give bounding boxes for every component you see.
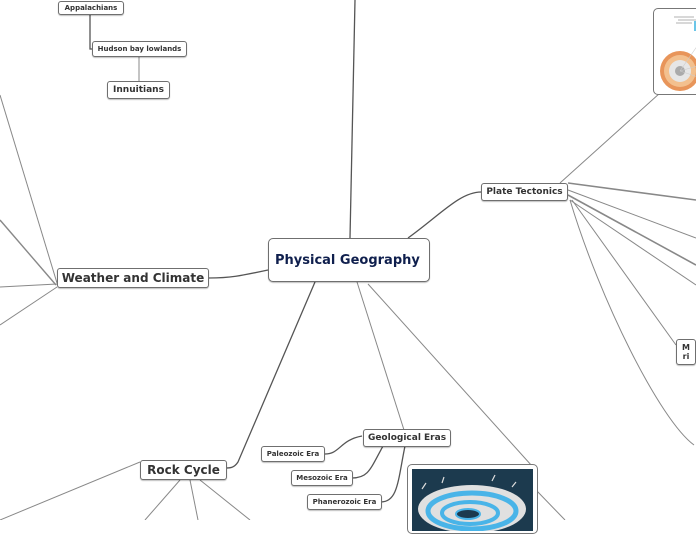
subtopic-label: Mesozoic Era — [296, 474, 348, 482]
subtopic-partial-right[interactable]: M ri — [676, 339, 696, 365]
earth-layers-image[interactable] — [653, 8, 696, 95]
geological-time-spiral-illustration — [412, 469, 533, 533]
central-topic-label: Physical Geography — [275, 252, 420, 268]
subtopic-paleozoic-era[interactable]: Paleozoic Era — [261, 446, 325, 462]
earth-layers-illustration — [660, 16, 696, 91]
topic-label: Rock Cycle — [147, 463, 220, 477]
subtopic-label: Phanerozoic Era — [312, 498, 377, 506]
topic-label: Plate Tectonics — [486, 187, 563, 197]
topic-plate-tectonics[interactable]: Plate Tectonics — [481, 183, 568, 201]
topic-geological-eras[interactable]: Geological Eras — [363, 429, 451, 447]
geological-time-spiral-image[interactable] — [407, 464, 538, 534]
subtopic-phanerozoic-era[interactable]: Phanerozoic Era — [307, 494, 382, 510]
subtopic-mesozoic-era[interactable]: Mesozoic Era — [291, 470, 353, 486]
subtopic-label: Hudson bay lowlands — [97, 45, 182, 53]
subtopic-innuitians[interactable]: Innuitians — [107, 81, 170, 99]
connector-lines — [0, 0, 696, 520]
subtopic-hudson-bay-lowlands[interactable]: Hudson bay lowlands — [92, 41, 187, 57]
subtopic-label: Innuitians — [113, 85, 164, 95]
topic-label: Geological Eras — [367, 433, 447, 443]
central-topic[interactable]: Physical Geography — [268, 238, 430, 282]
topic-label: Weather and Climate — [61, 271, 205, 285]
subtopic-label: M ri — [682, 343, 690, 361]
subtopic-label: Paleozoic Era — [266, 450, 320, 458]
subtopic-label: Appalachians — [64, 4, 118, 12]
subtopic-appalachians[interactable]: Appalachians — [58, 1, 124, 15]
topic-weather-and-climate[interactable]: Weather and Climate — [57, 268, 209, 288]
topic-rock-cycle[interactable]: Rock Cycle — [140, 460, 227, 480]
